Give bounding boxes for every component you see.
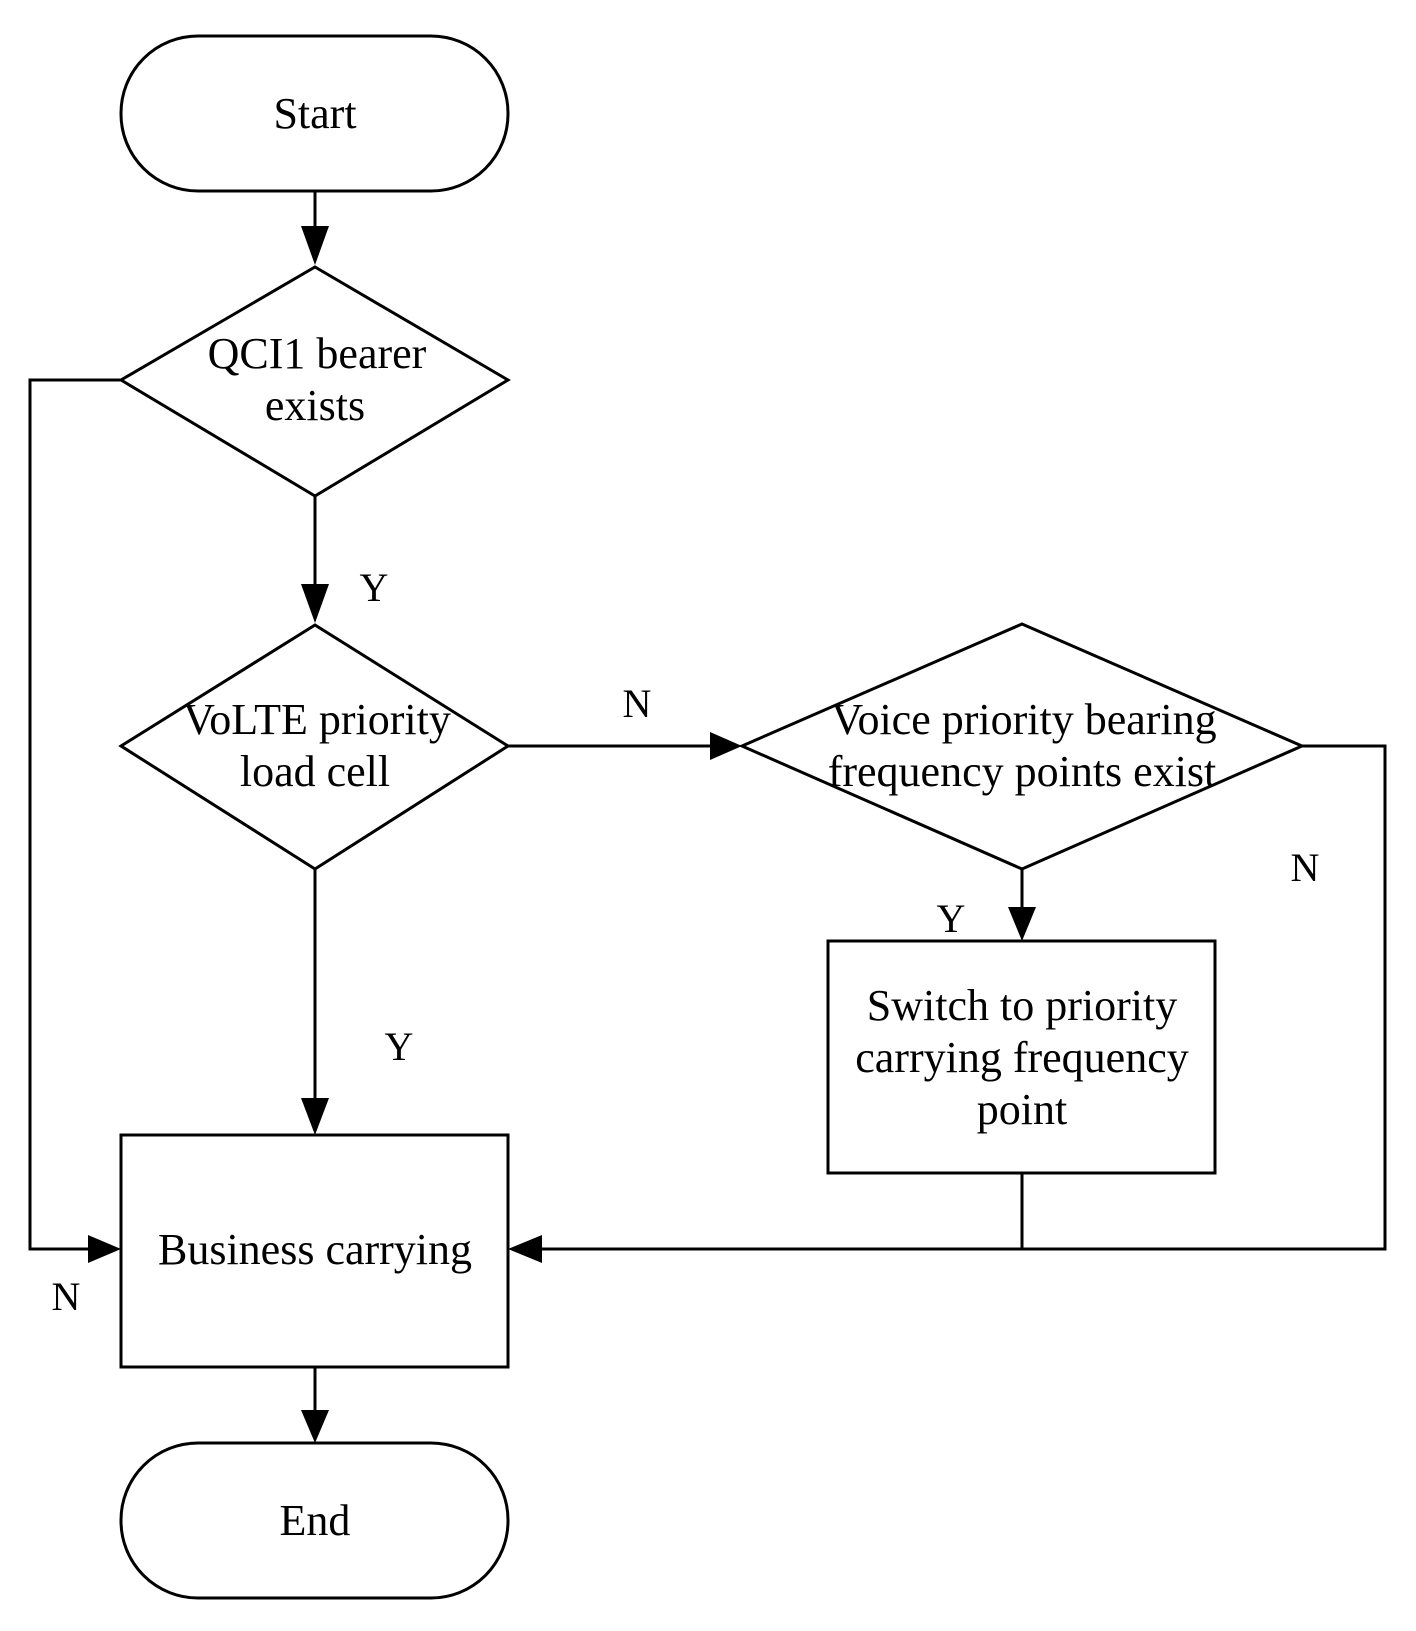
switch-label-line2: carrying frequency xyxy=(855,1033,1188,1082)
arrowhead-qci1-to-volte xyxy=(301,584,329,623)
switch-frequency-process-node: Switch to priority carrying frequency po… xyxy=(826,939,1217,1175)
arrowhead-voice-to-switch xyxy=(1008,907,1036,941)
connector-qci1-to-business xyxy=(28,378,121,1251)
arrowhead-qci1-to-business xyxy=(88,1235,121,1263)
qci1-label-line2: exists xyxy=(265,381,365,430)
arrowhead-volte-to-voice xyxy=(710,732,742,760)
voice-priority-label-line2: frequency points exist xyxy=(828,747,1217,796)
volte-label-line1: VoLTE priority xyxy=(183,695,451,744)
arrowhead-into-business-right xyxy=(508,1235,542,1263)
switch-label-line1: Switch to priority xyxy=(867,981,1177,1030)
business-carrying-process-node: Business carrying xyxy=(119,1133,510,1369)
switch-label-line3: point xyxy=(977,1085,1067,1134)
voice-priority-decision-node: Voice priority bearing frequency points … xyxy=(738,622,1306,871)
end-label: End xyxy=(280,1496,351,1545)
business-label: Business carrying xyxy=(158,1225,472,1274)
branch-label-qci1-yes: Y xyxy=(360,565,389,610)
start-node: Start xyxy=(119,34,510,193)
qci1-decision-node: QCI1 bearer exists xyxy=(118,265,511,498)
branch-label-voice-no: N xyxy=(1291,845,1320,890)
connector-voice-to-business xyxy=(540,744,1387,1251)
voice-priority-label-line1: Voice priority bearing xyxy=(831,695,1216,744)
volte-label-line2: load cell xyxy=(240,747,390,796)
arrowhead-start-to-qci1 xyxy=(301,226,329,265)
arrowhead-volte-to-business xyxy=(301,1098,329,1135)
end-node: End xyxy=(119,1441,510,1600)
arrowhead-business-to-end xyxy=(301,1410,329,1443)
branch-label-qci1-no: N xyxy=(52,1274,81,1319)
start-label: Start xyxy=(273,89,356,138)
branch-label-volte-yes: Y xyxy=(385,1024,414,1069)
volte-decision-node: VoLTE priority load cell xyxy=(118,623,511,871)
qci1-label-line1: QCI1 bearer xyxy=(208,329,427,378)
branch-label-volte-no: N xyxy=(623,681,652,726)
branch-label-voice-yes: Y xyxy=(937,896,966,941)
